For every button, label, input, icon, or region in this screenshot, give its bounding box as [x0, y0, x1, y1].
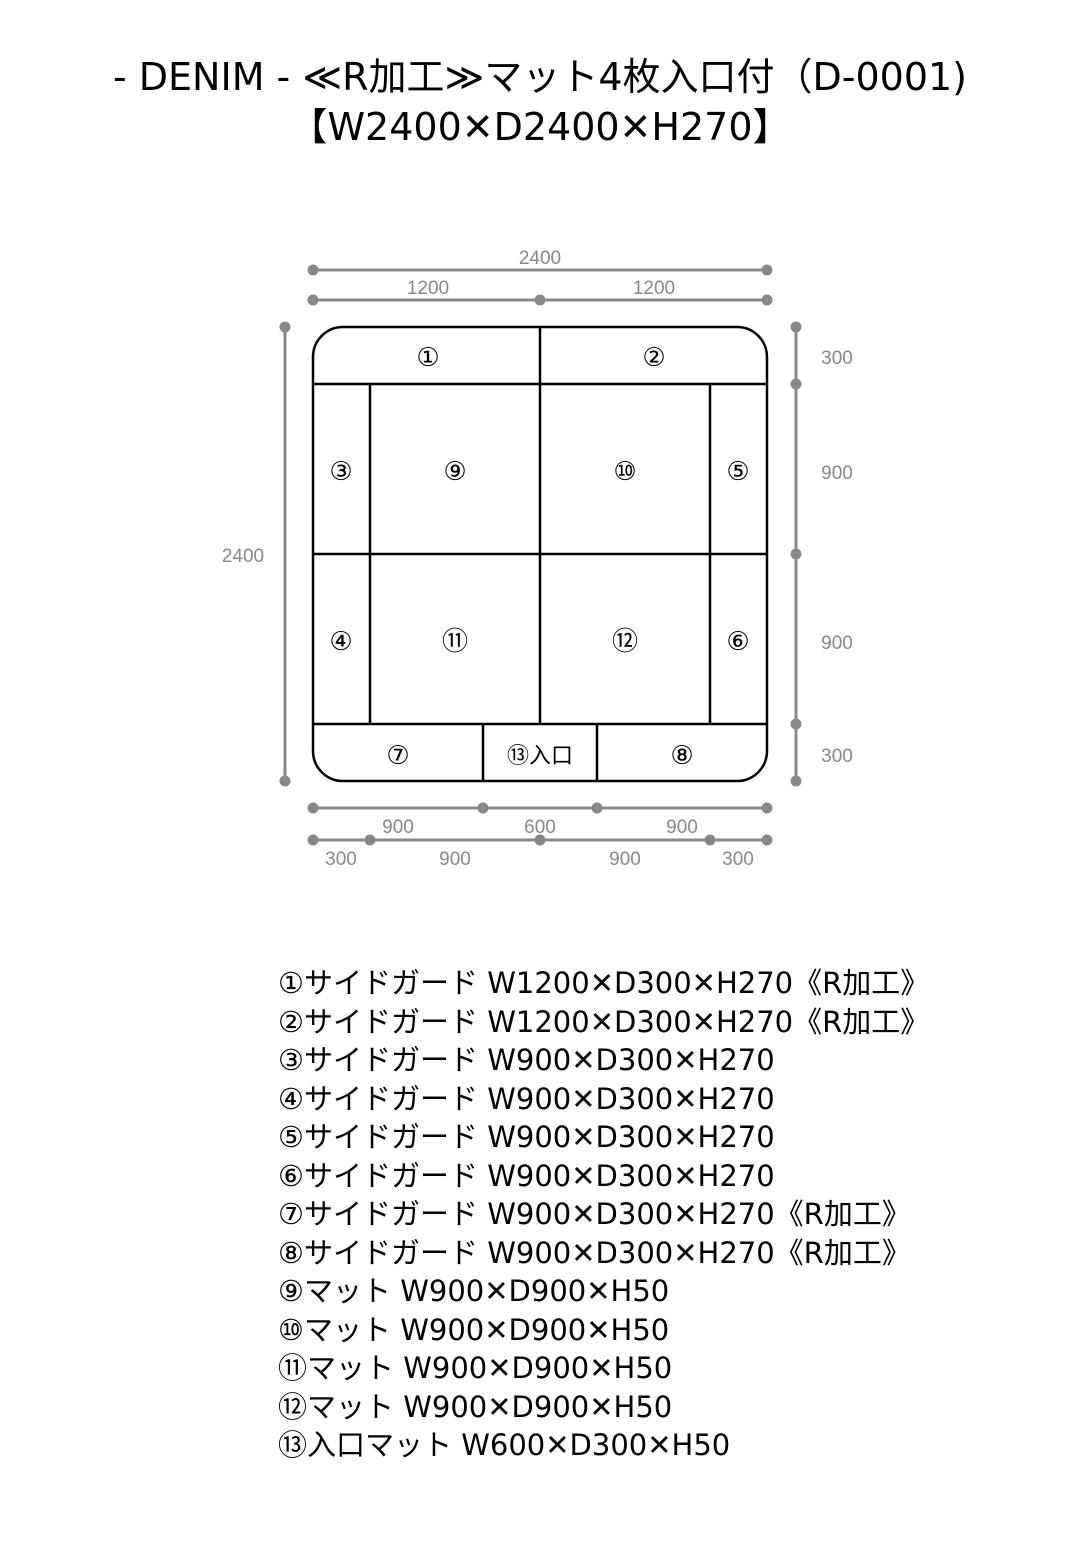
cell-4: ④ — [329, 627, 352, 657]
cell-13-entrance: ⑬入口 — [507, 744, 573, 769]
parts-item: ③サイドガード W900✕D300✕H270 — [278, 1043, 775, 1077]
cell-6: ⑥ — [726, 627, 749, 657]
cell-5: ⑤ — [726, 457, 749, 487]
cell-2: ② — [642, 343, 665, 373]
parts-item: ⑨マット W900✕D900✕H50 — [278, 1274, 670, 1308]
parts-item: ⑤サイドガード W900✕D300✕H270 — [278, 1120, 775, 1154]
dim-right: 300 — [821, 746, 853, 767]
dimension-lines — [279, 264, 802, 846]
parts-item: ④サイドガード W900✕D300✕H270 — [278, 1081, 775, 1116]
dim-bottom-1: 900 — [382, 817, 414, 838]
parts-item: ⑩マット W900✕D900✕H50 — [278, 1312, 670, 1347]
dim-top-left: 1200 — [407, 278, 449, 299]
dim-bottom-2: 900 — [439, 849, 471, 870]
dim-top-total: 2400 — [519, 248, 561, 269]
dim-right: 900 — [821, 463, 853, 484]
dim-bottom-2: 300 — [722, 849, 754, 870]
title-line-1: - DENIM - ≪R加工≫マット4枚入口付（D-0001) — [113, 55, 967, 99]
dim-left-total: 2400 — [222, 546, 264, 567]
cell-8: ⑧ — [670, 741, 693, 771]
dim-bottom-1: 600 — [524, 817, 556, 838]
dim-bottom-1: 900 — [666, 817, 698, 838]
dim-bottom-2: 900 — [609, 849, 641, 870]
dim-bottom-2: 300 — [325, 849, 357, 870]
cell-7: ⑦ — [386, 741, 409, 771]
cell-9: ⑨ — [443, 457, 466, 487]
parts-item: ⑦サイドガード W900✕D300✕H270《R加工》 — [278, 1197, 911, 1231]
parts-item: ⑫マット W900✕D900✕H50 — [278, 1389, 673, 1424]
dim-right: 300 — [821, 348, 853, 369]
parts-list: ①サイドガード W1200✕D300✕H270《R加工》 ②サイドガード W12… — [278, 964, 929, 1465]
parts-item: ①サイドガード W1200✕D300✕H270《R加工》 — [278, 966, 930, 1000]
parts-item: ⑥サイドガード W900✕D300✕H270 — [278, 1158, 775, 1193]
dim-right: 900 — [821, 633, 853, 654]
parts-item: ⑪マット W900✕D900✕H50 — [278, 1351, 673, 1385]
dim-top-right: 1200 — [633, 278, 675, 299]
parts-item: ⑬入口マット W600✕D300✕H50 — [278, 1428, 731, 1462]
title-line-2: 【W2400✕D2400✕H270】 — [289, 105, 791, 149]
parts-item: ⑧サイドガード W900✕D300✕H270《R加工》 — [278, 1235, 911, 1270]
cell-10: ⑩ — [613, 457, 636, 487]
cell-1: ① — [416, 343, 439, 373]
parts-item: ②サイドガード W1200✕D300✕H270《R加工》 — [278, 1004, 930, 1039]
cell-3: ③ — [329, 457, 352, 487]
mat-outline — [311, 325, 769, 783]
cell-12: ⑫ — [612, 627, 638, 657]
cell-11: ⑪ — [442, 627, 468, 657]
